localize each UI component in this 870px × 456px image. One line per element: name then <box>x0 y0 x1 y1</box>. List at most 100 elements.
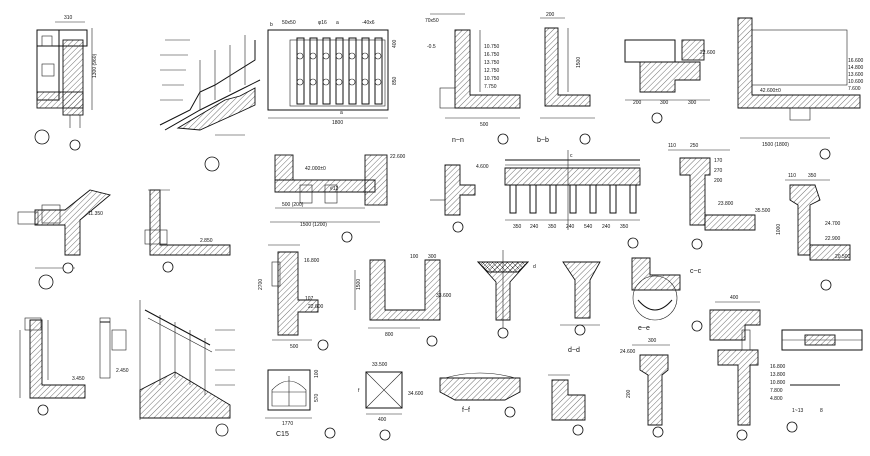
level-value: 12.750 <box>484 68 500 74</box>
dim-value: 200 <box>714 178 723 184</box>
level-value: 4.800 <box>770 396 783 402</box>
dim-value: 2700 <box>258 279 264 290</box>
dim-value: 110 <box>668 143 676 149</box>
detail-funnel-capital: d <box>476 250 536 339</box>
detail-column-section: 2700 16.800 107 22.600 500 <box>258 244 329 351</box>
dim-top: 200 <box>546 12 555 18</box>
column-group <box>509 184 637 214</box>
level-value: 34.600 <box>408 391 424 397</box>
dim-value: 270 <box>714 168 723 174</box>
level-value: 7.800 <box>770 388 783 394</box>
detail-eave-left: 11.350 <box>17 189 111 290</box>
level-value: 7.600 <box>848 86 861 92</box>
dim-side: 1500 <box>576 57 582 68</box>
label-mark: c <box>570 153 573 159</box>
dim-value: 300 <box>688 100 697 106</box>
detail-parapet-section-1: 310 1300 (960) <box>34 15 98 151</box>
dim-value: 570 <box>314 393 320 402</box>
detail-cornice-1: 200 300 300 22.600 <box>624 39 716 124</box>
detail-ledge: 400 <box>691 295 761 341</box>
level-value: 20.500 <box>835 254 851 260</box>
dim-value: 170 <box>714 158 723 164</box>
detail-bubble <box>34 129 50 145</box>
label-spec: -40x6 <box>362 20 375 26</box>
dim-value: 300 <box>648 338 657 344</box>
detail-pilaster-capital: 24.600 300 200 <box>620 338 670 438</box>
section-tag: f~f <box>462 407 470 414</box>
detail-bubble <box>162 261 174 273</box>
dim-value: 500 (200) <box>282 202 304 208</box>
detail-bubble <box>691 238 703 250</box>
detail-wall-bottom-left: 3.450 <box>19 317 86 416</box>
level-value: 22.600 <box>308 304 324 310</box>
dim-value: 800 <box>385 332 394 338</box>
detail-section-b: 200 1500 b~b <box>537 12 595 145</box>
level-value: 11.350 <box>88 211 103 217</box>
detail-bubble <box>379 429 391 441</box>
label-mark: 8 <box>820 408 823 414</box>
dim-value: 250 <box>690 143 699 149</box>
level-value: 3.450 <box>72 376 85 382</box>
detail-l-section: 1500 100 300 33.600 800 <box>354 254 452 347</box>
detail-bubble <box>324 427 336 439</box>
dim-value: 350 <box>620 224 629 230</box>
level-value: 16.800 <box>770 364 786 370</box>
label-mark: b <box>270 22 273 28</box>
dim-side: 400 <box>392 39 398 48</box>
dim-value: 300 <box>428 254 437 260</box>
detail-bubble <box>497 133 509 145</box>
detail-bubble <box>691 320 703 332</box>
level-value: 13.800 <box>770 372 786 378</box>
detail-window-c15: 100 570 1770 C15 <box>265 369 336 439</box>
level-value: 16.600 <box>848 58 864 64</box>
detail-stair-railing-2 <box>139 300 235 437</box>
section-tag: e~e <box>638 325 650 332</box>
baluster-group <box>296 37 383 105</box>
dim-value: 350 <box>808 173 817 179</box>
detail-bubble <box>452 221 464 233</box>
level-value: 22.600 <box>700 50 716 56</box>
dim-side: 850 <box>392 76 398 85</box>
detail-bubble <box>627 237 639 249</box>
detail-bubble <box>736 429 748 441</box>
detail-bubble <box>819 148 831 160</box>
dim-value: 100 <box>314 369 320 378</box>
label-spec: 50x50 <box>282 20 296 26</box>
label-mark: d <box>533 264 536 270</box>
label-mark: f <box>358 388 360 394</box>
detail-capital-2: d~d <box>560 261 601 354</box>
section-tag: d~d <box>568 347 580 354</box>
level-value: 24.700 <box>825 221 841 227</box>
dim-value: 400 <box>730 295 739 301</box>
detail-cornice-profile: f~f <box>439 372 521 418</box>
level-value: 16.750 <box>484 52 500 58</box>
detail-bubble <box>786 421 798 433</box>
detail-bubble <box>574 324 586 336</box>
detail-bubble <box>62 262 74 274</box>
detail-bubble <box>820 279 832 291</box>
level-value: 23.800 <box>718 201 734 207</box>
detail-bubble <box>426 335 438 347</box>
label-mark: a <box>340 110 343 116</box>
dim-value: 200 <box>626 389 632 398</box>
dim-value: 400 <box>378 417 387 423</box>
label-spec: 70x50 <box>425 18 439 24</box>
dim-side: 1300 (960) <box>92 53 98 78</box>
level-value: 10.800 <box>770 380 786 386</box>
level-value: 4.600 <box>476 164 489 170</box>
detail-step-bottom <box>548 374 586 436</box>
level-value: 16.800 <box>304 258 320 264</box>
detail-tall-column: 16.800 13.800 10.800 7.800 4.800 <box>717 329 786 441</box>
detail-bubble <box>504 406 516 418</box>
detail-sill-left: 2.850 <box>144 189 231 273</box>
dim-bottom: 500 <box>480 122 489 128</box>
dim-bottom: 1800 <box>332 120 343 126</box>
dim-value: 1500 <box>356 279 362 290</box>
dim-value: 240 <box>602 224 611 230</box>
detail-bubble <box>38 274 54 290</box>
dim-value: 100 <box>410 254 419 260</box>
detail-bubble <box>69 139 81 151</box>
label-mark: a <box>336 20 339 26</box>
section-tag: b~b <box>537 137 549 144</box>
